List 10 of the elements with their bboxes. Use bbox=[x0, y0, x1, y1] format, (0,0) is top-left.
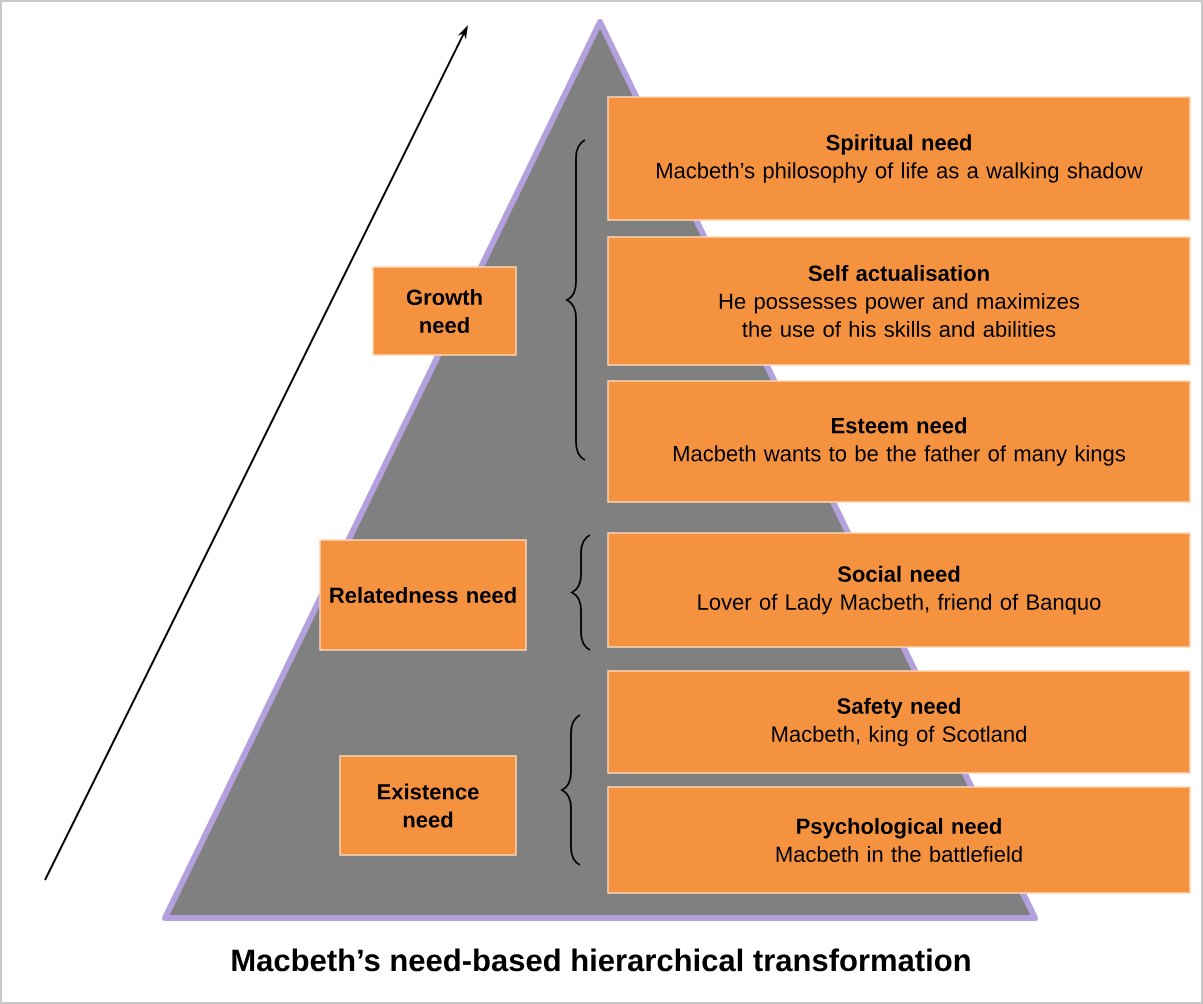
category-box: Growth need bbox=[372, 266, 517, 356]
category-box: Existence need bbox=[339, 755, 517, 856]
need-box: Self actualisation He possesses power and maximizes the use of his skills and abilities bbox=[607, 236, 1191, 366]
category-box: Relatedness need bbox=[319, 539, 527, 651]
need-box: Safety need Macbeth, king of Scotland bbox=[607, 670, 1191, 774]
caption: Macbeth’s need-based hierarchical transformation bbox=[232, 948, 970, 972]
need-box: Social need Lover of Lady Macbeth, friend of Banquo bbox=[607, 532, 1191, 648]
need-box: Spiritual need Macbeth’s philosophy of life as a walking shadow bbox=[607, 96, 1191, 221]
need-box: Esteem need Macbeth wants to be the father of many kings bbox=[607, 380, 1191, 503]
need-box: Psychological need Macbeth in the battlefield bbox=[607, 786, 1191, 894]
